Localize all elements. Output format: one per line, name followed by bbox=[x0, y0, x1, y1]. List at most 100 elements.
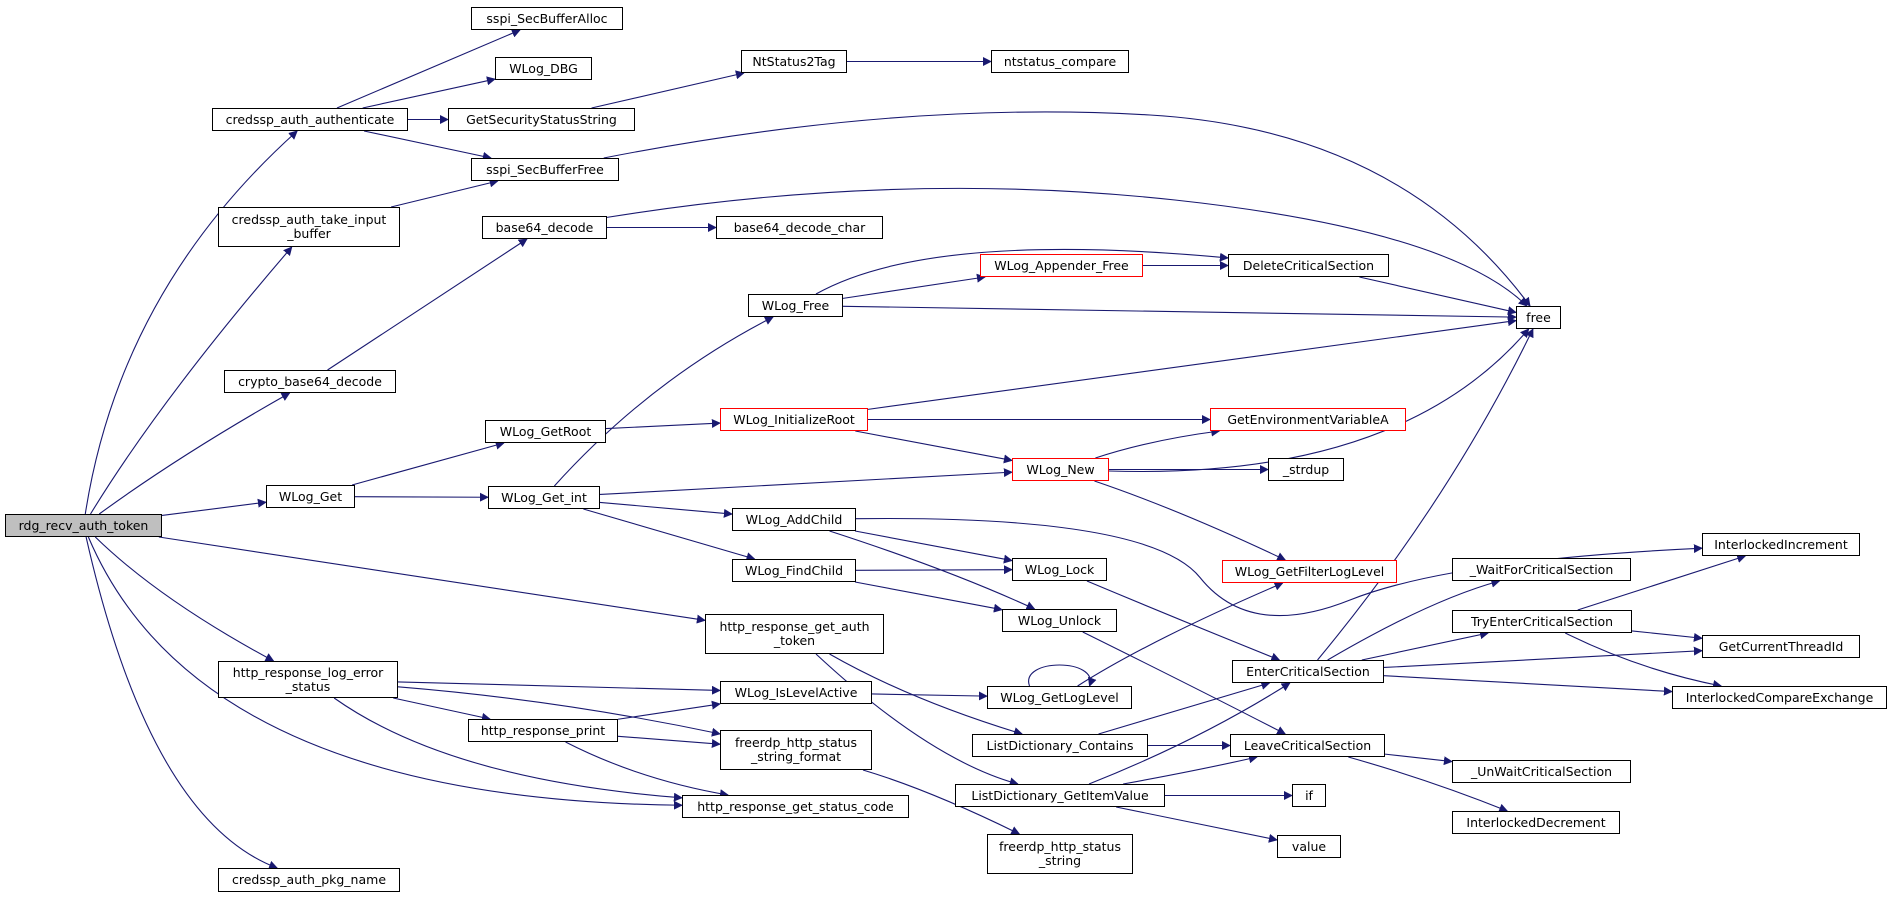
node-wlog-getloglevel[interactable]: WLog_GetLogLevel bbox=[987, 686, 1132, 709]
node-wlog-free[interactable]: WLog_Free bbox=[748, 294, 843, 317]
node-waitforcriticalsection[interactable]: _WaitForCriticalSection bbox=[1452, 558, 1631, 581]
edge-credssp_auth_authenticate-to-sspi_SecBufferFree bbox=[363, 130, 492, 161]
node-wlog-appender-free[interactable]: WLog_Appender_Free bbox=[980, 254, 1143, 277]
node-wlog-addchild[interactable]: WLog_AddChild bbox=[732, 508, 856, 531]
node-sspi-secbufferfree[interactable]: sspi_SecBufferFree bbox=[471, 158, 619, 181]
node-freerdp-http-status-string-format[interactable]: freerdp_http_status _string_format bbox=[720, 730, 872, 770]
edge-http_response_log_error_status-to-http_response_print bbox=[393, 697, 491, 722]
edge-rdg_recv_auth_token-to-http_response_log_error_status bbox=[94, 536, 275, 662]
edge-WLog_Lock-to-EnterCriticalSection bbox=[1086, 580, 1281, 662]
node-http-response-print[interactable]: http_response_print bbox=[468, 719, 618, 742]
edge-WLog_New-to-WLog_GetFilterLogLevel bbox=[1094, 480, 1287, 561]
node-getcurrentthreadid[interactable]: GetCurrentThreadId bbox=[1702, 635, 1860, 658]
edge-credssp_auth_take_input_buffer-to-sspi_SecBufferFree bbox=[390, 178, 499, 208]
edge-rdg_recv_auth_token-to-WLog_Get bbox=[161, 498, 267, 517]
edge-TryEnterCriticalSection-to-InterlockedCompareExchange bbox=[1564, 632, 1723, 689]
edge-EnterCriticalSection-to-InterlockedCompareExchange bbox=[1383, 675, 1673, 696]
node-http-response-get-auth-token[interactable]: http_response_get_auth _token bbox=[705, 614, 884, 654]
edge-crypto_base64_decode-to-base64_decode bbox=[327, 238, 528, 371]
edge-ListDictionary_Contains-to-EnterCriticalSection bbox=[1098, 681, 1271, 735]
node-value[interactable]: value bbox=[1277, 835, 1341, 858]
node-http-response-log-error-status[interactable]: http_response_log_error _status bbox=[218, 661, 398, 698]
edge-http_response_get_auth_token-to-ListDictionary_GetItemValue bbox=[815, 653, 1019, 787]
node-base64-decode[interactable]: base64_decode bbox=[482, 216, 607, 239]
edge-WLog_Get_int-to-WLog_Free bbox=[553, 316, 774, 487]
node-ntstatus2tag[interactable]: NtStatus2Tag bbox=[741, 50, 847, 73]
edge-WLog_IsLevelActive-to-WLog_GetLogLevel bbox=[871, 691, 988, 701]
edges bbox=[84, 29, 1747, 870]
edge-WLog_Free-to-free bbox=[842, 305, 1517, 322]
node-interlockeddecrement[interactable]: InterlockedDecrement bbox=[1452, 811, 1620, 834]
edge-WLog_Get_int-to-WLog_FindChild bbox=[583, 508, 756, 562]
node-interlockedincrement[interactable]: InterlockedIncrement bbox=[1702, 533, 1860, 556]
edge-rdg_recv_auth_token-to-credssp_auth_authenticate bbox=[84, 130, 298, 515]
edge-rdg_recv_auth_token-to-http_response_get_auth_token bbox=[158, 536, 706, 624]
edge-WLog_InitializeRoot-to-free bbox=[867, 317, 1517, 410]
edge-DeleteCriticalSection-to-free bbox=[1359, 276, 1517, 316]
root-node: rdg_recv_auth_token bbox=[5, 514, 162, 537]
edge-EnterCriticalSection-to-_WaitForCriticalSection bbox=[1327, 578, 1501, 661]
edge-EnterCriticalSection-to-GetCurrentThreadId bbox=[1383, 646, 1703, 669]
node-unwaitcriticalsection[interactable]: _UnWaitCriticalSection bbox=[1452, 760, 1631, 783]
node-wlog-getfilterloglevel[interactable]: WLog_GetFilterLogLevel bbox=[1222, 560, 1397, 583]
edge-credssp_auth_authenticate-to-sspi_SecBufferAlloc bbox=[336, 29, 521, 109]
node-free[interactable]: free bbox=[1516, 306, 1561, 329]
node-wlog-unlock[interactable]: WLog_Unlock bbox=[1002, 609, 1117, 632]
edge-WLog_Free-to-WLog_Appender_Free bbox=[842, 273, 986, 299]
node-freerdp-http-status-string[interactable]: freerdp_http_status _string bbox=[987, 834, 1133, 874]
node-wlog-getroot[interactable]: WLog_GetRoot bbox=[485, 420, 606, 443]
edge-WLog_Get-to-WLog_Get_int bbox=[354, 492, 489, 502]
node-getenvironmentvariablea[interactable]: GetEnvironmentVariableA bbox=[1210, 408, 1406, 431]
node-credssp-auth-pkg-name[interactable]: credssp_auth_pkg_name bbox=[218, 868, 400, 892]
node-wlog-islevelactive[interactable]: WLog_IsLevelActive bbox=[720, 681, 872, 704]
edge-base64_decode-to-free bbox=[606, 187, 1528, 307]
node-ntstatus-compare[interactable]: ntstatus_compare bbox=[991, 50, 1129, 73]
edge-http_response_print-to-http_response_get_status_code bbox=[565, 741, 729, 799]
node-wlog-dbg[interactable]: WLog_DBG bbox=[495, 57, 592, 80]
node-crypto-base64-decode[interactable]: crypto_base64_decode bbox=[224, 370, 396, 393]
edge-LeaveCriticalSection-to-_UnWaitCriticalSection bbox=[1384, 753, 1453, 766]
node-wlog-get-int[interactable]: WLog_Get_int bbox=[488, 486, 600, 509]
edge-WLog_Free-to-DeleteCriticalSection bbox=[815, 248, 1229, 295]
node-wlog-new[interactable]: WLog_New bbox=[1012, 458, 1109, 481]
edge-http_response_print-to-WLog_IsLevelActive bbox=[617, 700, 721, 720]
edge-WLog_Unlock-to-LeaveCriticalSection bbox=[1082, 631, 1287, 735]
node-leavecriticalsection[interactable]: LeaveCriticalSection bbox=[1230, 734, 1385, 757]
edge-WLog_Get-to-WLog_GetRoot bbox=[351, 440, 505, 486]
node-getsecuritystatusstring[interactable]: GetSecurityStatusString bbox=[448, 108, 635, 131]
node-tryentercriticalsection[interactable]: TryEnterCriticalSection bbox=[1452, 610, 1632, 633]
node-wlog-lock[interactable]: WLog_Lock bbox=[1012, 558, 1107, 581]
node-sspi-secbufferalloc[interactable]: sspi_SecBufferAlloc bbox=[471, 7, 623, 30]
edge-rdg_recv_auth_token-to-credssp_auth_take_input_buffer bbox=[90, 246, 293, 515]
edge-WLog_Get_int-to-WLog_New bbox=[599, 468, 1013, 496]
edge-WLog_FindChild-to-WLog_Lock bbox=[855, 565, 1013, 575]
edge-http_response_get_auth_token-to-ListDictionary_Contains bbox=[829, 653, 1023, 736]
node-entercriticalsection[interactable]: EnterCriticalSection bbox=[1232, 660, 1384, 683]
node-wlog-findchild[interactable]: WLog_FindChild bbox=[732, 559, 856, 582]
node-strdup[interactable]: _strdup bbox=[1268, 458, 1344, 481]
node-listdictionary-getitemvalue[interactable]: ListDictionary_GetItemValue bbox=[955, 784, 1165, 807]
edge-WLog_GetLogLevel-to-WLog_GetLogLevel bbox=[1028, 664, 1097, 687]
edge-LeaveCriticalSection-to-InterlockedDecrement bbox=[1348, 756, 1509, 813]
edge-WLog_New-to-GetEnvironmentVariableA bbox=[1095, 427, 1221, 459]
node-if[interactable]: if bbox=[1292, 784, 1326, 807]
node-interlockedcompareexchange[interactable]: InterlockedCompareExchange bbox=[1672, 686, 1887, 709]
edge-http_response_print-to-freerdp_http_status_string_format bbox=[617, 735, 721, 749]
node-wlog-initializeroot[interactable]: WLog_InitializeRoot bbox=[720, 408, 868, 431]
node-wlog-get[interactable]: WLog_Get bbox=[266, 485, 355, 508]
edge-WLog_GetLogLevel-to-WLog_GetFilterLogLevel bbox=[1077, 582, 1284, 687]
node-base64-decode-char[interactable]: base64_decode_char bbox=[716, 216, 883, 239]
node-deletecriticalsection[interactable]: DeleteCriticalSection bbox=[1228, 254, 1389, 277]
node-credssp-auth-take-input-buffer[interactable]: credssp_auth_take_input _buffer bbox=[218, 207, 400, 247]
edge-EnterCriticalSection-to-TryEnterCriticalSection bbox=[1361, 630, 1490, 661]
edge-TryEnterCriticalSection-to-InterlockedIncrement bbox=[1577, 554, 1747, 611]
edge-freerdp_http_status_string_format-to-freerdp_http_status_string bbox=[862, 769, 1021, 835]
edge-sspi_SecBufferFree-to-free bbox=[603, 111, 1531, 307]
node-listdictionary-contains[interactable]: ListDictionary_Contains bbox=[972, 734, 1148, 757]
node-http-response-get-status-code[interactable]: http_response_get_status_code bbox=[682, 795, 909, 818]
edge-ListDictionary_GetItemValue-to-LeaveCriticalSection bbox=[1123, 754, 1258, 785]
edge-WLog_New-to-free bbox=[1108, 328, 1530, 473]
edge-WLog_Get_int-to-WLog_AddChild bbox=[599, 501, 733, 518]
edge-rdg_recv_auth_token-to-http_response_get_status_code bbox=[87, 536, 683, 810]
node-credssp-auth-authenticate[interactable]: credssp_auth_authenticate bbox=[212, 108, 408, 131]
